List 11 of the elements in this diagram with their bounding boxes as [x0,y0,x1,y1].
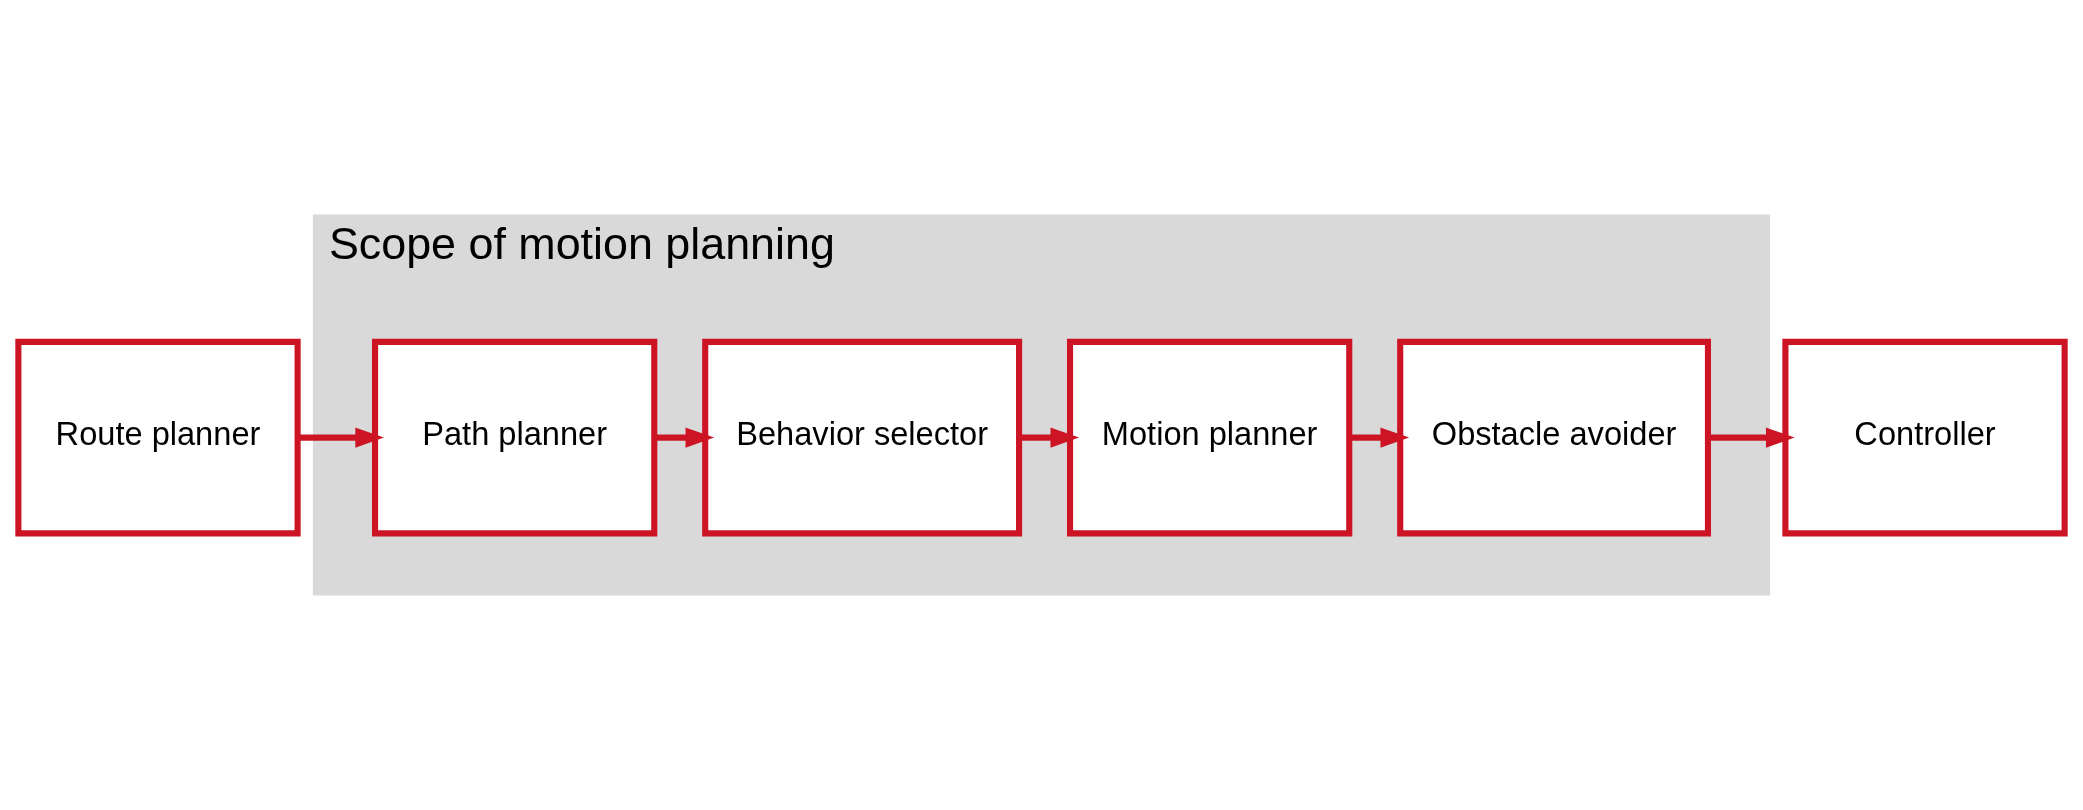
arrow [1708,427,1795,448]
node-box: Obstacle avoider [1397,338,1711,537]
arrow [654,427,715,448]
arrow [298,427,384,448]
node-box: Path planner [372,338,658,537]
arrow [1350,427,1410,448]
node-box: Controller [1782,338,2068,537]
node-box: Motion planner [1066,338,1353,537]
arrow [1019,427,1080,448]
node-box: Route planner [15,338,301,537]
node-box: Behavior selector [702,338,1023,537]
